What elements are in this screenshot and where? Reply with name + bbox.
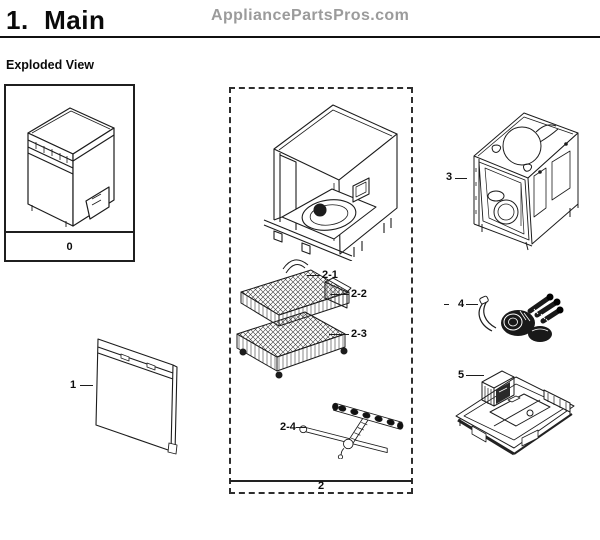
leader-line-5 bbox=[466, 375, 484, 376]
door-panel-drawing bbox=[95, 338, 178, 455]
callout-4: 4 bbox=[458, 298, 465, 310]
basket-group-divider bbox=[230, 480, 412, 482]
leader-line-2-2 bbox=[331, 294, 349, 295]
callout-1: 1 bbox=[70, 379, 77, 391]
callout-5: 5 bbox=[458, 369, 465, 381]
site-watermark: AppliancePartsPros.com bbox=[211, 7, 410, 24]
leader-line-2-3 bbox=[329, 334, 349, 335]
leader-line-4 bbox=[466, 304, 478, 305]
leader-line-2-1 bbox=[307, 275, 320, 276]
callout-2-3: 2-3 bbox=[351, 328, 367, 340]
overview-frame: 0 bbox=[4, 84, 135, 262]
assembled-dishwasher-drawing bbox=[27, 107, 115, 227]
spray-arm-drawing bbox=[299, 402, 404, 459]
base-assembly-drawing bbox=[455, 370, 575, 456]
callout-0: 0 bbox=[66, 240, 73, 253]
leader-line-1 bbox=[80, 385, 93, 386]
callout-2-2: 2-2 bbox=[351, 288, 367, 300]
callout-2-4: 2-4 bbox=[280, 421, 296, 433]
callout-3: 3 bbox=[446, 171, 453, 183]
callout-2: 2 bbox=[317, 480, 325, 492]
overview-caption-strip: 0 bbox=[6, 231, 133, 260]
title-underline bbox=[0, 36, 600, 38]
tub-frame-drawing bbox=[473, 112, 579, 251]
leader-tick-4 bbox=[444, 304, 449, 305]
leader-line-3 bbox=[455, 178, 467, 179]
basket-group-frame: 2 bbox=[229, 87, 413, 494]
exploded-view-label: Exploded View bbox=[6, 58, 94, 72]
page-title: 1. Main bbox=[6, 5, 106, 35]
tub-liner-drawing bbox=[263, 104, 398, 261]
callout-2-1: 2-1 bbox=[322, 269, 338, 281]
leader-line-2-4 bbox=[296, 427, 306, 428]
pump-hose-drawing bbox=[478, 293, 564, 342]
